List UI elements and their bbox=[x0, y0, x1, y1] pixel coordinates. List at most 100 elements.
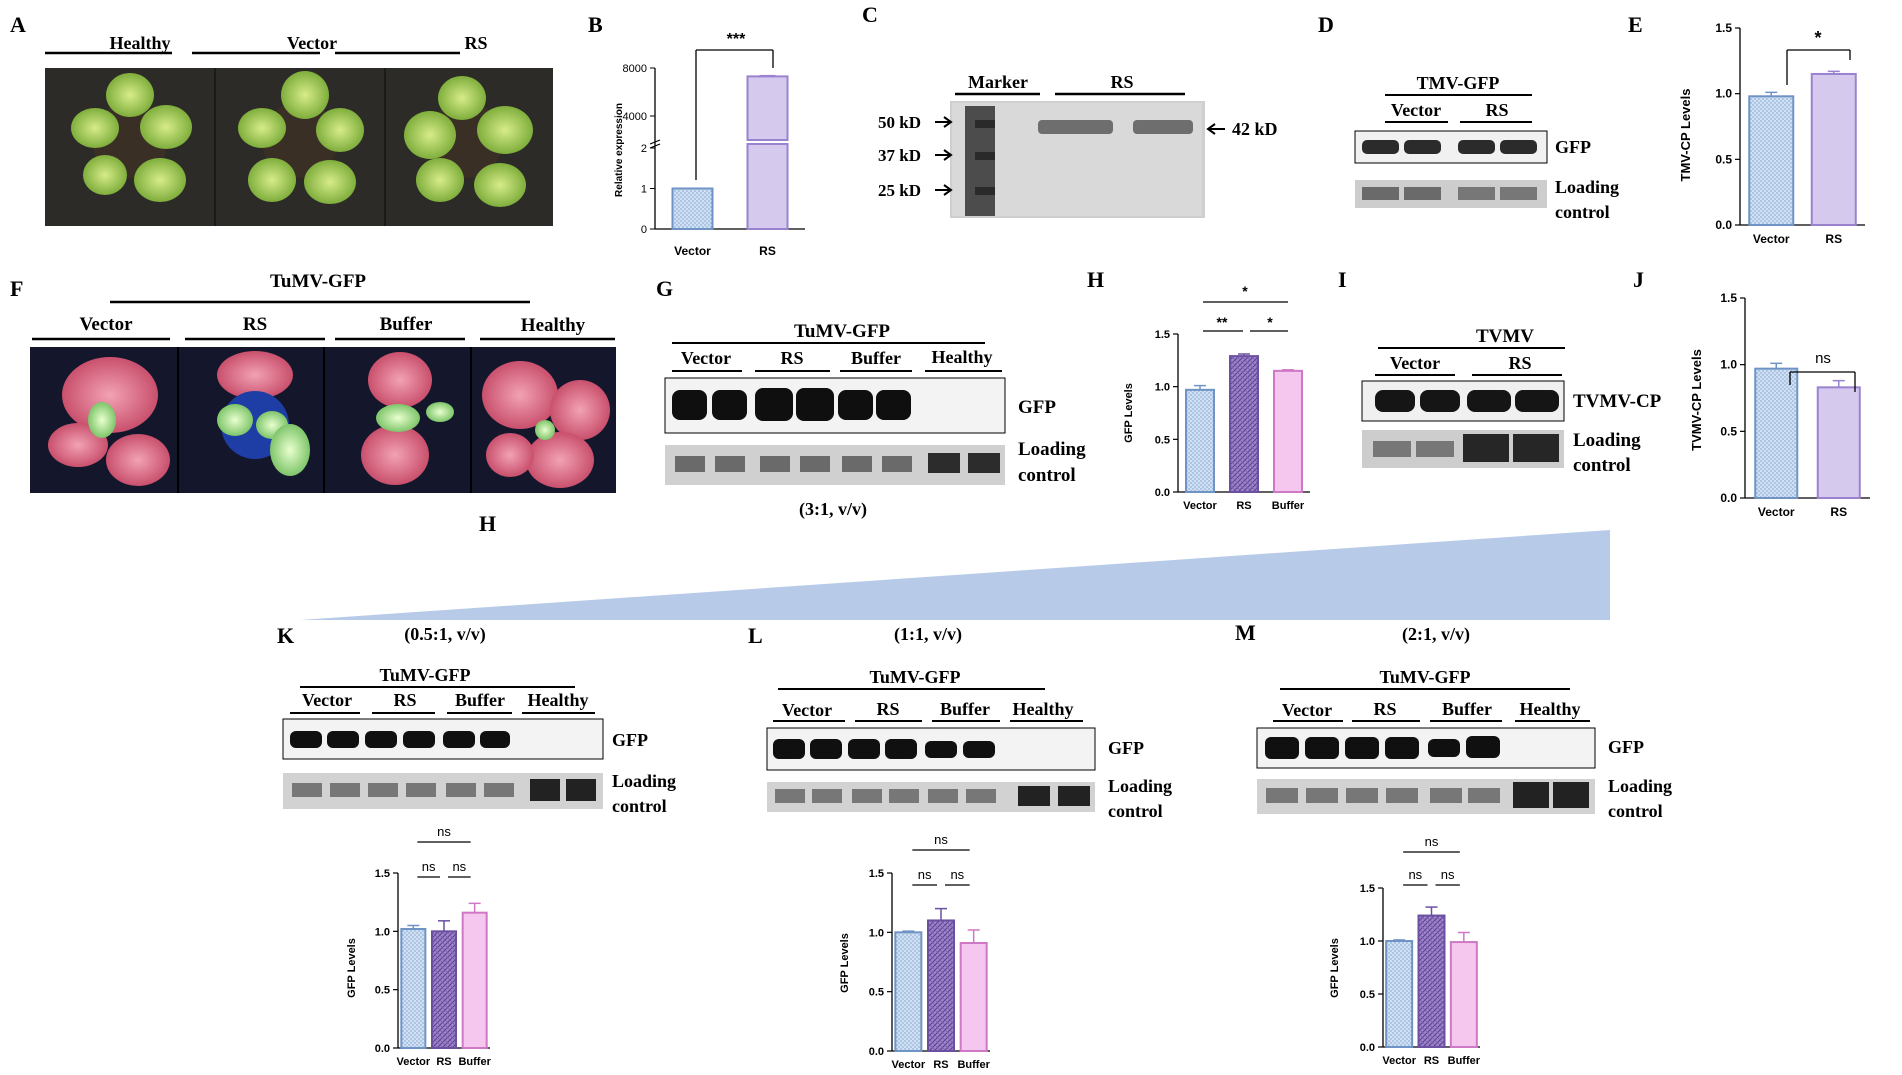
significance-label: ns bbox=[1425, 834, 1439, 849]
y-tick-label: 0.5 bbox=[1715, 152, 1732, 166]
x-tick-label: Vector bbox=[1183, 500, 1217, 512]
x-tick-label: Vector bbox=[674, 244, 711, 258]
uv-photo-vector bbox=[48, 357, 170, 486]
significance-label: * bbox=[1267, 314, 1273, 330]
panel-g: G TuMV-GFP Vector RS Buffer Healthy GFP … bbox=[656, 276, 1086, 520]
bar-vector bbox=[671, 187, 714, 230]
group-vector: Vector bbox=[1282, 700, 1332, 720]
plant-photo-vector bbox=[238, 71, 364, 204]
blot-title: TMV-GFP bbox=[1417, 73, 1500, 93]
bar-rs bbox=[1417, 914, 1446, 1048]
bar-vector bbox=[1754, 367, 1799, 499]
row-label-gfp: GFP bbox=[1018, 397, 1056, 418]
label-buffer: Buffer bbox=[380, 314, 433, 335]
blot-title: TuMV-GFP bbox=[869, 667, 960, 687]
y-tick-label: 1.5 bbox=[375, 868, 390, 880]
y-tick-label: 0 bbox=[641, 224, 647, 236]
arrow-icon bbox=[1206, 123, 1225, 135]
x-tick-label: Buffer bbox=[1448, 1055, 1481, 1067]
panel-c: C Marker RS 50 kD 37 kD 25 kD 42 kD bbox=[862, 2, 1278, 218]
group-rs: RS bbox=[876, 699, 899, 719]
plant-photo-strip bbox=[45, 68, 553, 226]
group-vector: Vector bbox=[681, 348, 731, 368]
ratio-label: (0.5:1, v/v) bbox=[404, 624, 485, 645]
row-label-tvmv-cp: TVMV-CP bbox=[1573, 391, 1662, 412]
panel-k: K (0.5:1, v/v) TuMV-GFP Vector RS Buffer… bbox=[277, 623, 676, 1068]
photo-title: TuMV-GFP bbox=[270, 271, 366, 292]
uv-photo-buffer bbox=[361, 352, 454, 485]
panel-letter: J bbox=[1633, 267, 1644, 292]
x-tick-label: RS bbox=[1825, 232, 1842, 246]
panel-i: I TVMV Vector RS TVMV-CP Loading control bbox=[1338, 267, 1662, 476]
y-axis-label: GFP Levels bbox=[1123, 383, 1135, 443]
group-rs: RS bbox=[393, 690, 416, 710]
y-tick-label: 0.5 bbox=[1720, 424, 1737, 438]
y-tick-label: 4000 bbox=[623, 111, 647, 123]
panel-letter: F bbox=[10, 276, 23, 301]
label-rs: RS bbox=[243, 314, 267, 335]
row-label-control: control bbox=[1108, 801, 1163, 821]
group-buffer: Buffer bbox=[455, 690, 505, 710]
group-buffer: Buffer bbox=[940, 699, 990, 719]
group-rs: RS bbox=[1485, 100, 1508, 120]
x-tick-label: Buffer bbox=[1272, 500, 1305, 512]
panel-f: F TuMV-GFP Vector RS Buffer Healthy bbox=[10, 271, 616, 493]
row-label-control: control bbox=[1573, 455, 1631, 476]
panel-letter: C bbox=[862, 2, 878, 27]
y-tick-label: 0.5 bbox=[375, 985, 390, 997]
y-axis-label: GFP Levels bbox=[839, 933, 851, 993]
y-axis-label: TVMV-CP Levels bbox=[1689, 349, 1704, 451]
y-tick-label: 0.0 bbox=[1715, 218, 1732, 232]
bar-buffer bbox=[461, 911, 488, 1050]
row-label-gfp: GFP bbox=[1555, 137, 1591, 157]
bar-buffer bbox=[1449, 941, 1478, 1048]
y-axis-label: GFP Levels bbox=[346, 938, 358, 998]
plant-photo-healthy bbox=[71, 73, 192, 202]
arrow-icon bbox=[935, 184, 953, 196]
bar-rs bbox=[1810, 72, 1857, 227]
significance-label: ns bbox=[1441, 867, 1455, 882]
x-tick-label: Vector bbox=[397, 1056, 431, 1068]
y-tick-label: 0.5 bbox=[1155, 434, 1170, 446]
y-tick-label: 1.0 bbox=[375, 926, 390, 938]
row-label-loading: Loading bbox=[612, 771, 676, 791]
group-healthy: Healthy bbox=[1013, 699, 1074, 719]
y-tick-label: 1.5 bbox=[1715, 21, 1732, 35]
significance-label: * bbox=[1242, 283, 1248, 299]
x-tick-label: Vector bbox=[1753, 232, 1790, 246]
group-buffer: Buffer bbox=[851, 348, 901, 368]
row-label-gfp: GFP bbox=[1108, 738, 1144, 758]
row-label-loading: Loading bbox=[1555, 177, 1619, 197]
panel-letter: E bbox=[1628, 12, 1643, 37]
bar-rs bbox=[1229, 355, 1259, 493]
panel-letter: I bbox=[1338, 267, 1347, 292]
significance-label: ns bbox=[950, 867, 964, 882]
marker-25kd: 25 kD bbox=[878, 181, 921, 200]
y-axis-label: TMV-CP Levels bbox=[1678, 89, 1693, 182]
significance-label: *** bbox=[727, 31, 746, 48]
significance-label: ns bbox=[1815, 350, 1831, 367]
y-tick-label: 0.0 bbox=[1720, 491, 1737, 505]
bar-rs bbox=[927, 919, 955, 1053]
marker-37kd: 37 kD bbox=[878, 146, 921, 165]
panel-letter: A bbox=[10, 12, 26, 37]
uv-photo-strip bbox=[30, 347, 616, 493]
row-label-control: control bbox=[612, 796, 667, 816]
panel-l: L (1:1, v/v) TuMV-GFP Vector RS Buffer H… bbox=[748, 623, 1172, 1071]
significance-label: ns bbox=[437, 824, 451, 839]
significance-label: ns bbox=[934, 832, 948, 847]
label-healthy: Healthy bbox=[521, 315, 586, 336]
y-axis-label: Relative expression bbox=[614, 103, 625, 197]
blot-title: TuMV-GFP bbox=[1379, 667, 1470, 687]
bar-rs bbox=[746, 143, 789, 230]
blot-title: TVMV bbox=[1476, 326, 1534, 347]
bar-vector bbox=[1385, 940, 1414, 1048]
x-tick-label: Vector bbox=[1382, 1055, 1416, 1067]
x-tick-label: Vector bbox=[892, 1059, 926, 1071]
